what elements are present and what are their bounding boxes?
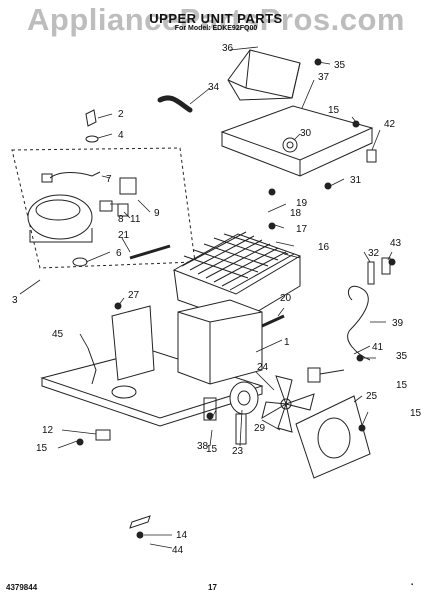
callout-4: 4 <box>118 130 124 141</box>
screws <box>76 58 396 539</box>
callout-32: 32 <box>368 248 380 259</box>
top-plate <box>220 105 374 177</box>
washer-part <box>85 135 99 143</box>
callout-36: 36 <box>222 43 234 54</box>
callout-27: 27 <box>128 290 140 301</box>
callout-39: 39 <box>392 318 404 329</box>
overload <box>99 200 113 212</box>
callout-20: 20 <box>280 293 292 304</box>
capacitor <box>129 244 171 260</box>
cord-lead <box>319 369 345 375</box>
callout-11: 11 <box>130 214 141 225</box>
callout-30: 30 <box>300 128 312 139</box>
leader-lines <box>19 46 393 549</box>
wire-connector <box>41 173 53 183</box>
callout-9: 9 <box>154 208 160 219</box>
callout-35: 35 <box>334 60 346 71</box>
callout-19: 19 <box>296 198 308 209</box>
callout-18: 18 <box>290 208 302 219</box>
document-number: 4379844 <box>6 583 38 592</box>
callout-34: 34 <box>208 82 220 93</box>
wire-harness <box>49 171 101 179</box>
callout-42: 42 <box>384 119 396 130</box>
fan-motor <box>229 381 259 445</box>
callout-38: 38 <box>197 441 209 452</box>
callout-35: 35 <box>396 351 408 362</box>
evaporator <box>172 231 302 323</box>
callout-7: 7 <box>106 174 112 185</box>
small-tube-part <box>367 261 375 285</box>
relay <box>119 177 137 195</box>
bracket <box>95 429 111 441</box>
watermark: AppliancePartsPros.com <box>27 2 405 37</box>
callout-3: 3 <box>12 295 18 306</box>
page-number: 17 <box>208 583 217 592</box>
callout-15: 15 <box>396 380 408 391</box>
power-cord <box>347 285 371 361</box>
compressor <box>27 194 93 267</box>
clip-42 <box>366 149 377 163</box>
callout-14: 14 <box>176 530 188 541</box>
callout-2: 2 <box>118 109 124 120</box>
fan-blade <box>261 375 315 433</box>
callout-37: 37 <box>318 72 330 83</box>
drain-tube <box>157 95 193 113</box>
callout-21: 21 <box>118 230 130 241</box>
callout-15: 15 <box>206 444 218 455</box>
harness <box>87 347 97 385</box>
bolt-20 <box>261 314 285 328</box>
base-frame <box>40 299 264 427</box>
callout-8: 8 <box>118 214 124 225</box>
callout-24: 24 <box>257 362 269 373</box>
relay-cover <box>117 203 129 217</box>
callout-25: 25 <box>366 391 378 402</box>
callout-23: 23 <box>232 446 244 457</box>
model-subtitle: For Model: EDKE92FQ00 <box>174 25 258 32</box>
callout-6: 6 <box>116 248 122 259</box>
corner-mark: ▪ <box>411 582 414 588</box>
air-duct <box>227 49 301 101</box>
small-screw-part <box>381 257 391 275</box>
diagram-title: UPPER UNIT PARTS <box>149 11 283 26</box>
callout-31: 31 <box>350 175 362 186</box>
callout-45: 45 <box>52 329 64 340</box>
callout-29: 29 <box>254 423 266 434</box>
callout-15: 15 <box>410 408 422 419</box>
clip-part <box>85 109 97 127</box>
callout-16: 16 <box>318 242 330 253</box>
callout-43: 43 <box>390 238 402 249</box>
callout-17: 17 <box>296 224 308 235</box>
callout-12: 12 <box>42 425 54 436</box>
callout-15: 15 <box>36 443 48 454</box>
callout-44: 44 <box>172 545 184 556</box>
callout-1: 1 <box>284 337 290 348</box>
fan-shroud <box>295 395 371 479</box>
callout-41: 41 <box>372 342 384 353</box>
callout-15: 15 <box>328 105 340 116</box>
bracket-44 <box>129 515 151 529</box>
cord-plug <box>307 367 321 383</box>
